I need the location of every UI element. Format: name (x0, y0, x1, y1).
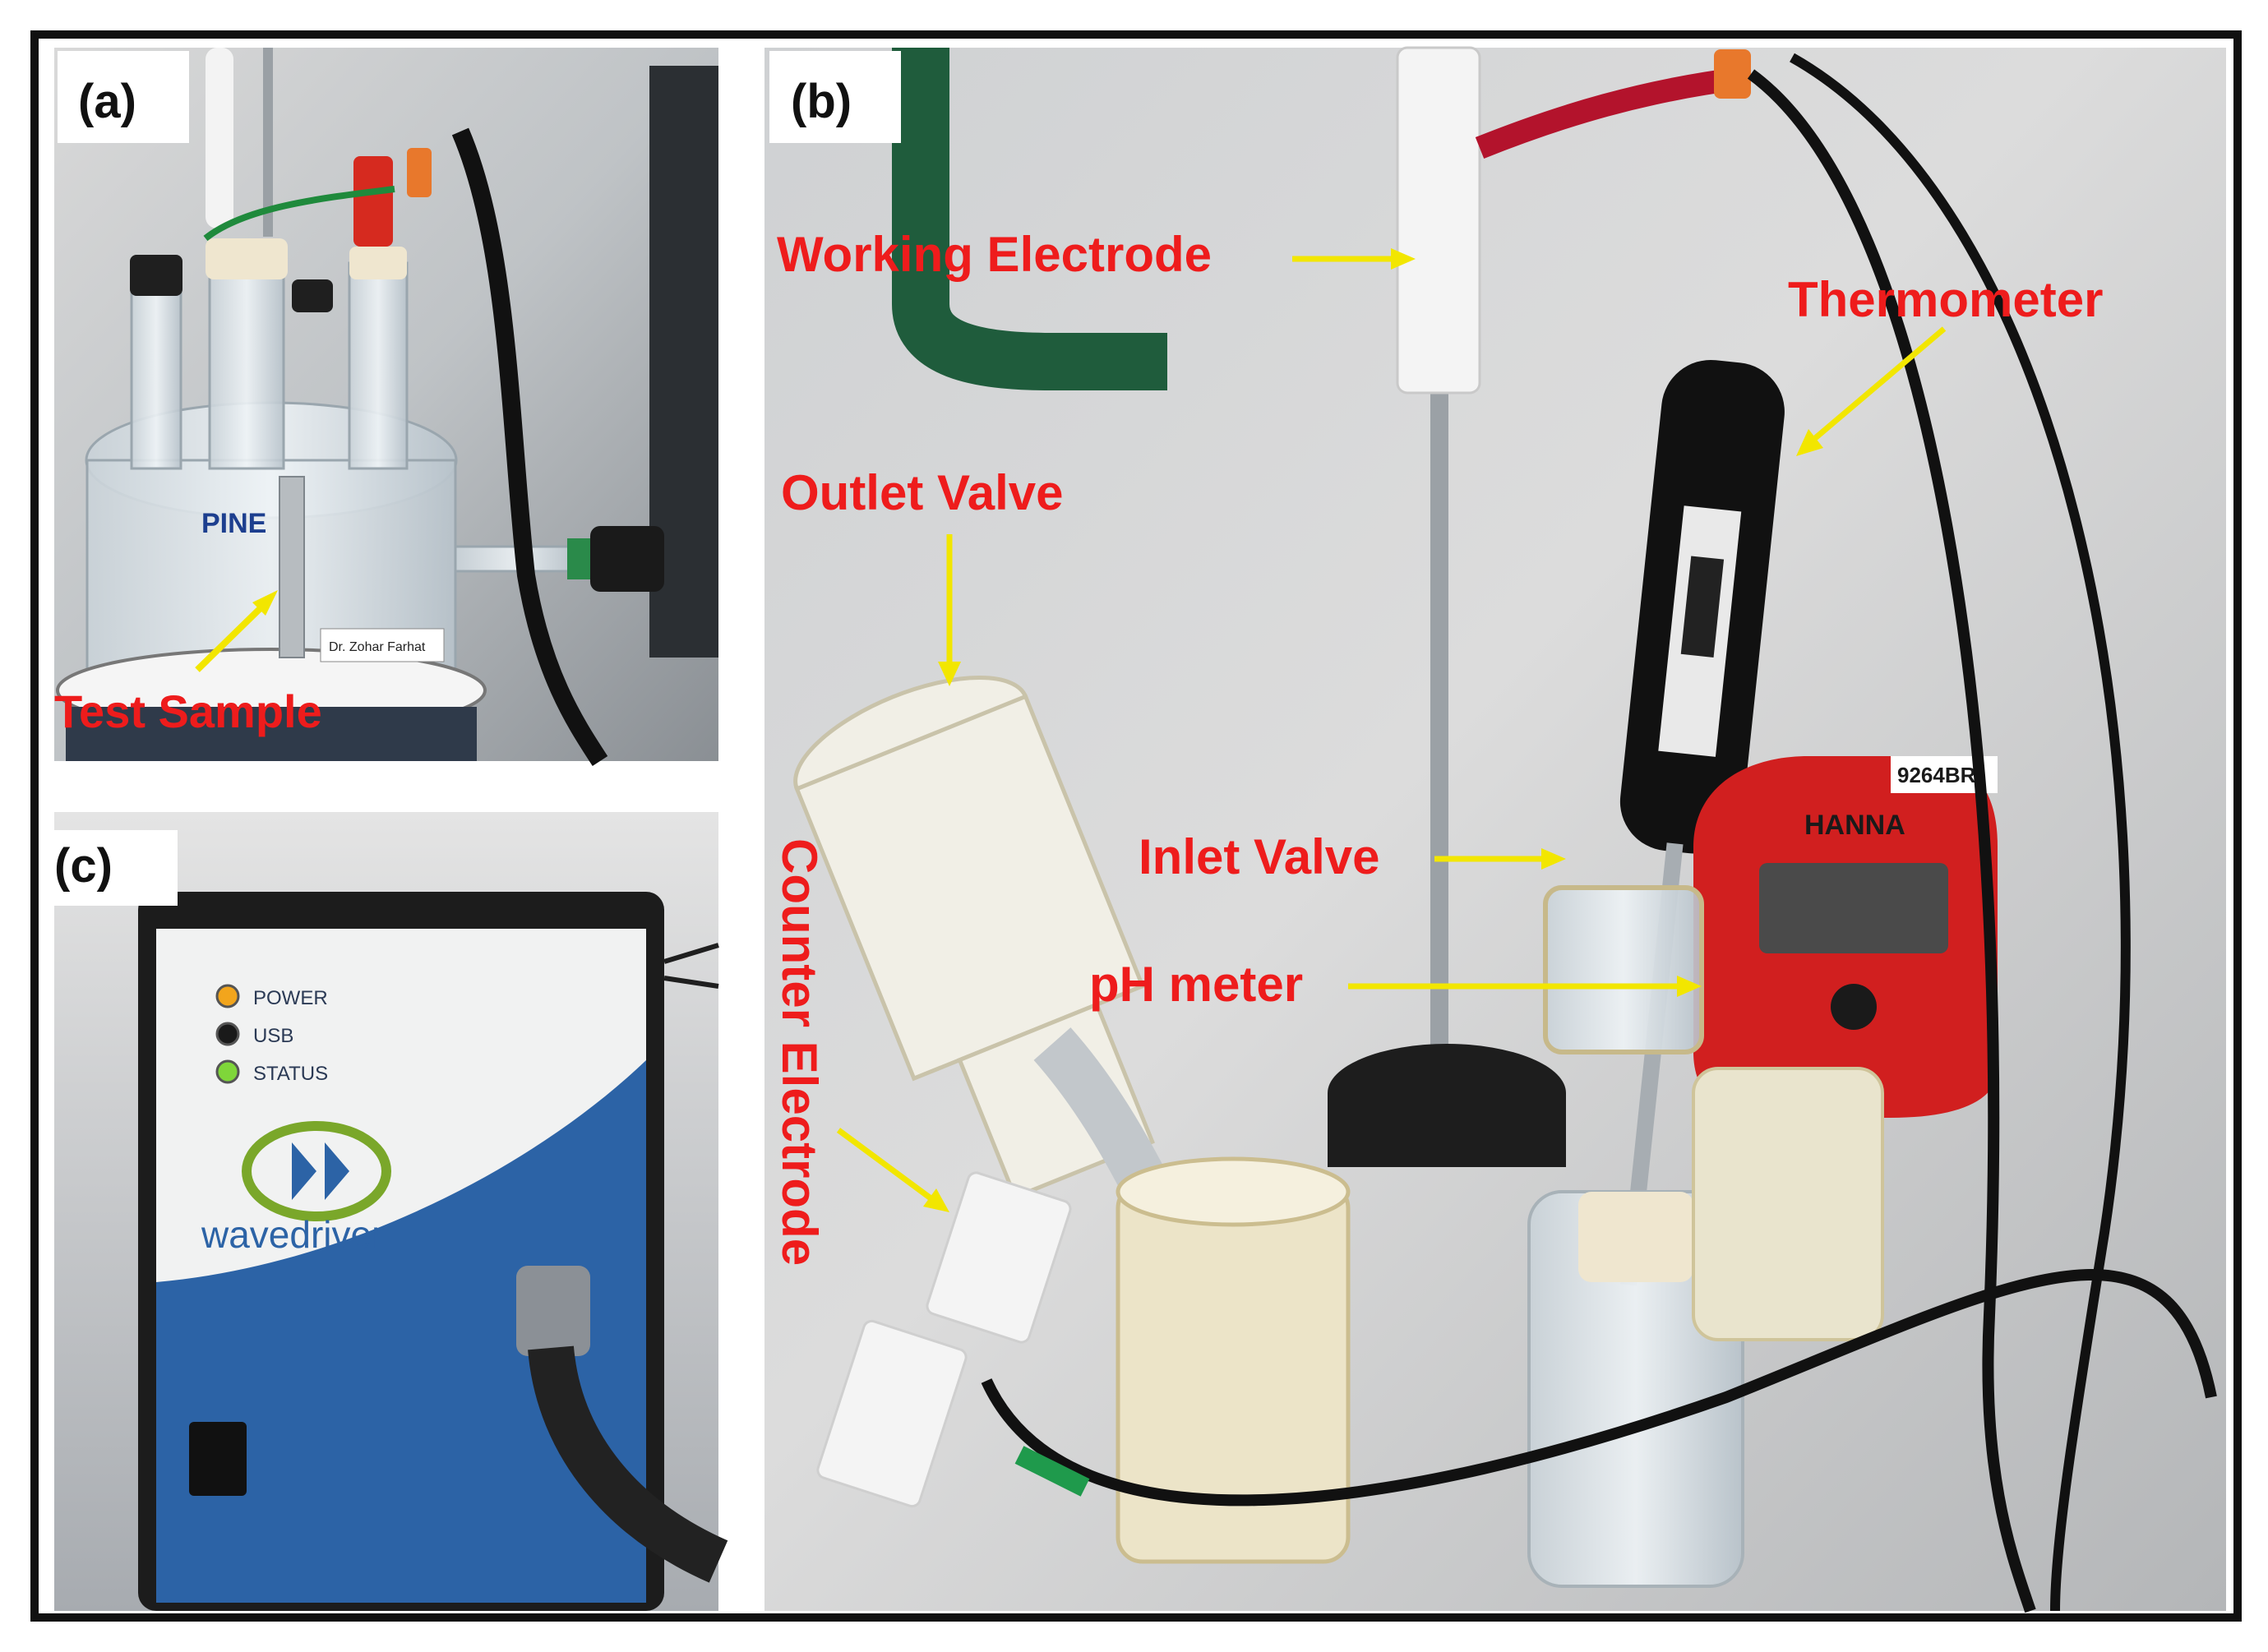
panel-b-label-box (769, 51, 901, 143)
wavedriver-logo-icon (242, 1121, 391, 1221)
panel-a-neck-2 (208, 253, 285, 470)
counter-electrode-cup-top (1116, 1156, 1351, 1227)
led-status-icon (215, 1059, 240, 1084)
arrowhead-inlet-valve (1541, 848, 1566, 870)
annotation-outlet-valve: Outlet Valve (781, 465, 1063, 520)
arrow-counter-electrode (836, 1128, 935, 1202)
ph-meter-brand: HANNA (1804, 810, 1905, 841)
panel-a-orange-clip (407, 148, 432, 197)
panel-b-label: (b) (791, 75, 852, 128)
annotation-thermometer: Thermometer (1788, 272, 2103, 327)
led-usb-icon (215, 1022, 240, 1046)
connector (516, 1266, 590, 1356)
panel-a-neck-3 (348, 261, 409, 470)
panel-c-label-box (54, 830, 178, 906)
led-power-label: POWER (253, 987, 328, 1009)
arrowhead-ph-meter (1677, 976, 1702, 997)
panel-a-arrow-test-sample (195, 599, 270, 672)
panel-a-label: (a) (78, 75, 136, 128)
annotation-ph-meter: pH meter (1089, 957, 1303, 1012)
panel-b-neck-inlet (1543, 885, 1704, 1054)
ph-meter-model: 9264BR (1897, 763, 1976, 787)
panel-b-black-cable-2 (1790, 53, 2131, 1612)
led-status-label: STATUS (253, 1063, 328, 1085)
orange-tag (1714, 49, 1751, 99)
panel-c-wires (663, 943, 719, 989)
panel-b-cap-center (1578, 1192, 1693, 1282)
power-switch (189, 1422, 247, 1496)
braided-cable (528, 1345, 728, 1583)
panel-b-neck-right (1692, 1067, 1884, 1341)
panel-a-sticker (320, 628, 445, 662)
outlet-valve (793, 676, 1155, 1200)
wavedriver-brand: wavedriver (201, 1213, 384, 1256)
ph-meter: HANNA 9264BR (1693, 756, 1998, 1118)
panel-a-cap-1 (130, 255, 182, 296)
panel-a-black-cable (451, 127, 608, 767)
panel-a-arrowhead (252, 590, 278, 616)
annotation-counter-electrode: Counter Electrode (772, 838, 827, 1266)
working-electrode-plug (1396, 46, 1481, 395)
panel-a-sticker-text: Dr. Zohar Farhat (329, 640, 426, 654)
led-usb-label: USB (253, 1025, 293, 1047)
panel-a-rod (263, 48, 273, 237)
panel-b: HANNA 9264BR (b) Worki (764, 46, 2226, 1613)
arrow-thermometer (1806, 326, 1947, 446)
panel-a-cap-3 (292, 279, 333, 312)
panel-a-label-box (58, 51, 189, 143)
panel-b-green-pipe (892, 48, 1167, 390)
working-electrode-rod (1430, 386, 1448, 1085)
panel-a-base-plate (66, 707, 477, 761)
panel-a-green-wire (203, 186, 395, 242)
wavedriver-blue-swoosh (156, 1060, 646, 1603)
panel-a-black-knob (590, 526, 664, 592)
panel-c-label: (c) (54, 839, 113, 893)
panel-a: PINE Dr. Zohar Farhat (a) Test Sample (54, 48, 718, 767)
annotation-test-sample: Test Sample (54, 685, 322, 737)
annotation-inlet-valve: Inlet Valve (1139, 829, 1380, 884)
panel-a-green-ring (567, 538, 592, 579)
panel-a-tube (206, 48, 233, 228)
arrowhead-thermometer (1796, 429, 1823, 456)
panel-a-cap-2 (206, 238, 288, 279)
rubber-stopper-body (1328, 1093, 1566, 1167)
panel-a-pine-logo: PINE (201, 508, 266, 539)
panel-b-black-cable-1 (1747, 69, 2036, 1613)
annotation-working-electrode: Working Electrode (777, 227, 1212, 282)
counter-electrode-plug (816, 1171, 1072, 1508)
panel-a-red-clip (353, 156, 393, 247)
arrowhead-counter-electrode (923, 1188, 949, 1212)
panel-a-cap-4 (349, 247, 407, 279)
panel-b-green-sleeve (1014, 1446, 1090, 1497)
panel-a-test-sample (279, 476, 305, 658)
arrowhead-outlet-valve (938, 662, 961, 686)
panel-a-neck-1 (130, 286, 182, 470)
panel-c: POWER USB STATUS wavedriver (c) (54, 812, 728, 1611)
led-power-icon (215, 984, 240, 1008)
working-electrode-wire (1475, 67, 1744, 159)
arrowhead-working-electrode (1391, 248, 1416, 270)
panel-b-black-cable-3 (981, 1268, 2217, 1507)
